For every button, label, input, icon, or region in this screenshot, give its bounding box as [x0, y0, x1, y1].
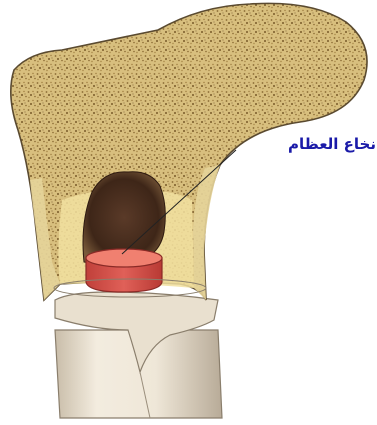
bone-marrow-cylinder	[86, 249, 162, 292]
bone-marrow-label: نخاع العظام	[236, 135, 376, 153]
